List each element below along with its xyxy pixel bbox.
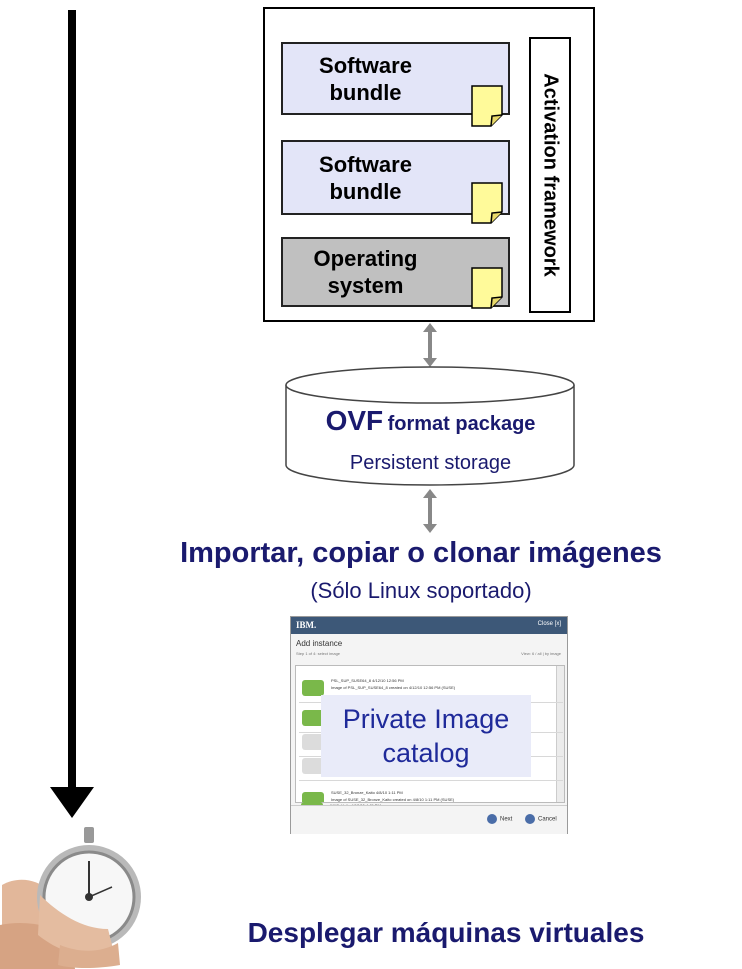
persistent-storage-label: Persistent storage (349, 452, 512, 474)
import-heading: Importar, copiar o clonar imágenes (180, 537, 662, 569)
document-icon (471, 182, 503, 224)
suse-icon (302, 680, 324, 696)
close-link[interactable]: Close [x] (537, 621, 561, 627)
cancel-icon (525, 814, 535, 824)
dialog-title: Add instance (296, 639, 343, 648)
linux-icon (302, 734, 324, 750)
document-icon (471, 267, 503, 309)
linux-icon (302, 758, 324, 774)
list-item[interactable] (299, 752, 563, 781)
connector-arrow (423, 323, 437, 367)
cancel-button[interactable]: Cancel (525, 814, 557, 824)
list-scrollbar[interactable] (556, 666, 564, 802)
dialog-step: Step 1 of 4: select image (296, 651, 341, 656)
screenshot-footer: Next Cancel (291, 805, 567, 834)
ovf-label: OVF format package (325, 405, 536, 436)
view-switch[interactable]: View: 6 / all | by image (521, 651, 561, 656)
add-instance-screenshot: IBM. Close [x] Add instance Step 1 of 4:… (290, 616, 568, 834)
activation-framework: Activation framework (529, 37, 571, 313)
storage-cylinder (285, 366, 575, 486)
list-item[interactable]: SUSE_32_Bronze_Kaito 4/8/10 1:11 PM Imag… (299, 786, 563, 802)
next-icon (487, 814, 497, 824)
stopwatch-hand-image (0, 827, 141, 969)
connector-arrow (423, 489, 437, 533)
timeline-arrow (50, 10, 94, 818)
suse-icon (302, 792, 324, 802)
import-subtitle: (Sólo Linux soportado) (310, 578, 532, 603)
document-icon (471, 85, 503, 127)
screenshot-header: IBM. Close [x] (291, 617, 567, 634)
deploy-heading: Desplegar máquinas virtuales (247, 917, 645, 948)
ibm-logo: IBM. (296, 620, 317, 630)
next-button[interactable]: Next (487, 814, 512, 824)
private-image-catalog-label: Private Image catalog (321, 695, 531, 777)
suse-icon (302, 710, 324, 726)
